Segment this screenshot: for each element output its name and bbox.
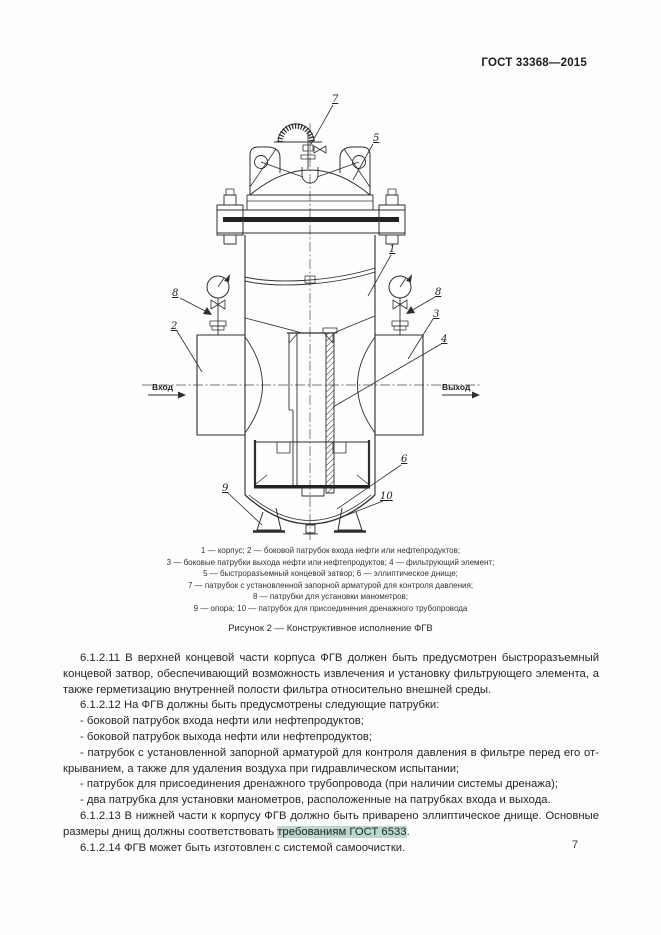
- body-text: 6.1.2.11 В верхней концевой части корпус…: [63, 651, 599, 856]
- paragraph-6-1-2-12: 6.1.2.12 На ФГВ должны быть предусмотрен…: [80, 699, 440, 712]
- paragraph-6-1-2-14: 6.1.2.14 ФГВ может быть изготовлен с сис…: [80, 841, 406, 854]
- legend-line-2: 3 — боковые патрубки выхода нефти или не…: [166, 557, 495, 567]
- outlet-label: Выход: [442, 382, 471, 392]
- internal-support: [287, 332, 335, 487]
- bottom-basket: [253, 440, 371, 497]
- paragraph-6-1-2-13: 6.1.2.13 В нижней части к корпусу ФГВ до…: [63, 809, 599, 841]
- inlet-label: Вход: [152, 382, 174, 392]
- callout-label-10: 10: [380, 491, 393, 502]
- callout-label-8-left: 8: [172, 288, 178, 299]
- legend-line-5: 8 — патрубки для установки манометров;: [252, 592, 409, 602]
- centerlines: [142, 123, 482, 540]
- figure-caption: Рисунок 2 — Конструктивное исполнение ФГ…: [228, 623, 433, 634]
- callout-label-6: 6: [401, 454, 408, 465]
- list-item-inlet-nozzle: - боковой патрубок входа нефти или нефте…: [80, 715, 364, 728]
- legend-line-6: 9 — опора; 10 — патрубок для присоединен…: [193, 603, 468, 613]
- outlet-flow-arrow: [442, 391, 480, 399]
- page-number: 7: [572, 839, 579, 851]
- quick-release-end-closure: [246, 146, 374, 210]
- legend-line-1: 1 — корпус; 2 — боковой патрубок входа н…: [200, 546, 461, 555]
- callout-label-8-right: 8: [435, 287, 441, 298]
- inlet-flow-arrow: [148, 391, 186, 399]
- pressure-gauge-left: [206, 274, 230, 335]
- callout-label-4: 4: [440, 334, 447, 345]
- list-item-valve-nozzle: - патрубок с установленной запорной арма…: [63, 746, 599, 775]
- gost-6533-reference-link[interactable]: требованиям ГОСТ 6533: [277, 825, 407, 838]
- pressure-gauge-right: [388, 274, 412, 335]
- outlet-nozzle: [357, 334, 424, 436]
- legend-line-4: 7 — патрубок с установленной запорной ар…: [187, 580, 474, 590]
- drain-nozzle: [303, 524, 318, 535]
- callout-label-3: 3: [433, 309, 439, 320]
- legend-line-3: 5 — быстроразъемный концевой затвор; 6 —…: [203, 569, 458, 579]
- pressure-control-valve: [274, 123, 327, 169]
- vessel-shell: [244, 235, 376, 495]
- inlet-nozzle: [196, 334, 263, 436]
- callout-label-1: 1: [389, 244, 395, 255]
- support-legs: [253, 507, 366, 533]
- paragraph-text: 6.1.2.13 В нижней части к корпусу ФГВ до…: [63, 809, 599, 838]
- filter-element: [322, 327, 338, 494]
- flange-joint: [216, 188, 406, 245]
- paragraph-6-1-2-11: 6.1.2.11 В верхней концевой части корпус…: [63, 652, 599, 696]
- figure-legend: 1 — корпус; 2 — боковой патрубок входа н…: [40, 545, 621, 615]
- list-item-gauge-nozzles: - два патрубка для установки манометров,…: [80, 794, 551, 807]
- list-item-drain-nozzle: - патрубок для присоединения дренажного …: [80, 778, 559, 791]
- elliptical-bottom-head: [244, 494, 376, 525]
- doc-number: ГОСТ 33368—2015: [481, 57, 587, 69]
- callout-leader-lines: [176, 104, 442, 526]
- callout-label-5: 5: [373, 133, 379, 144]
- list-item-outlet-nozzle: - боковой патрубок выхода нефти или нефт…: [80, 730, 373, 743]
- callout-label-2: 2: [170, 321, 177, 332]
- figure-drawing: 7 5 1 8 8 2 3 4 9 6 10 Вход Выход: [142, 94, 482, 540]
- paragraph-text: .: [406, 825, 410, 838]
- callout-label-7: 7: [332, 94, 339, 105]
- callout-label-9: 9: [222, 483, 229, 494]
